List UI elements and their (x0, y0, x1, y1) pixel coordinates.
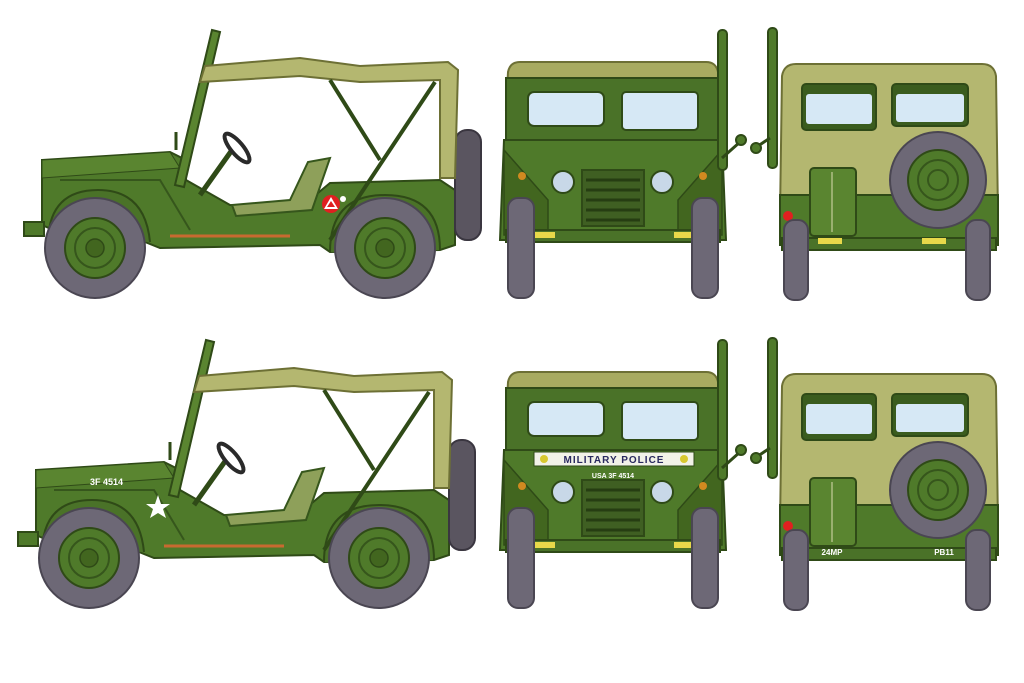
jeep-side-view-standard (24, 30, 481, 299)
rear-code-left: 24MP (822, 548, 844, 557)
jeep-rear-view-mp: 24MP PB11 (749, 336, 1000, 612)
rear-code-right: PB11 (934, 548, 954, 557)
star-icon (146, 495, 170, 518)
jeep-front-view-standard (498, 28, 748, 300)
jeep-rear-view-standard (749, 26, 1000, 302)
hood-number: 3F 4514 (90, 477, 123, 487)
unit-insignia-icon (322, 195, 346, 213)
hood-serial: USA 3F 4514 (592, 473, 634, 480)
military-police-banner: MILITARY POLICE (564, 455, 665, 466)
jeep-side-view-mp: 3F 4514 (18, 340, 475, 609)
jeep-front-view-mp: MILITARY POLICE USA 3F 4514 (498, 338, 748, 610)
